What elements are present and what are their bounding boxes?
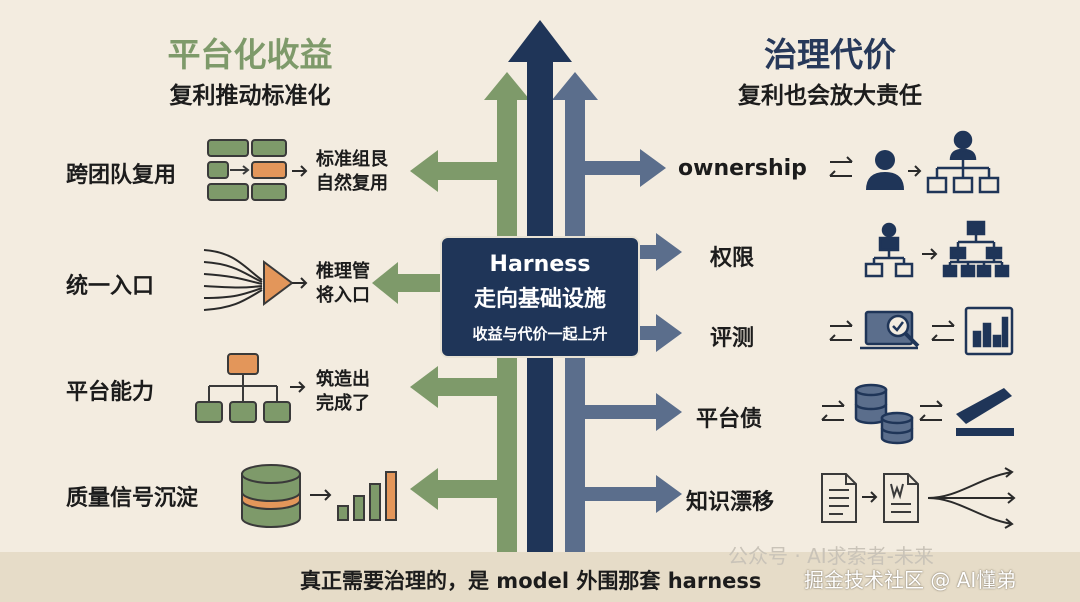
outcome-line: 完成了 bbox=[316, 393, 370, 414]
outcome-line: 将入口 bbox=[316, 285, 370, 306]
cost-label-platform-debt: 平台债 bbox=[696, 407, 763, 432]
center-box-caption: 收益与代价一起上升 bbox=[472, 325, 608, 343]
slanted-layers-icon bbox=[956, 388, 1014, 436]
left-column-subtitle: 复利推动标准化 bbox=[169, 83, 331, 109]
arrow-right-icon bbox=[908, 165, 922, 177]
left-column-title: 平台化收益 bbox=[167, 35, 333, 74]
footer-caption: 真正需要治理的，是 model 外围那套 harness bbox=[300, 569, 762, 593]
right-column-title: 治理代价 bbox=[764, 35, 896, 74]
branch-arrow-left-1 bbox=[410, 150, 497, 192]
report-chart-icon bbox=[964, 306, 1014, 356]
outcome-line: 自然复用 bbox=[316, 173, 388, 194]
bar-chart-icon bbox=[337, 471, 397, 521]
branch-arrow-left-3 bbox=[410, 366, 497, 408]
branch-arrow-right-5 bbox=[585, 475, 682, 513]
cost-label-permissions: 权限 bbox=[710, 246, 755, 271]
arrow-right-icon bbox=[310, 489, 332, 501]
word-document-icon bbox=[883, 473, 919, 523]
cost-label-evaluation: 评测 bbox=[710, 326, 755, 351]
arrow-right-icon bbox=[290, 381, 306, 393]
right-branch-arrows bbox=[585, 149, 682, 513]
triangle-entry-icon bbox=[263, 260, 294, 306]
funnel-lines-icon bbox=[203, 249, 263, 311]
cost-label-ownership: ownership bbox=[678, 156, 807, 181]
reuse-blocks-icon bbox=[207, 139, 287, 201]
outcome-line: 标准组艮 bbox=[316, 149, 388, 170]
branch-arrow-left-4 bbox=[410, 468, 497, 510]
swap-arrows-icon bbox=[829, 156, 853, 177]
benefit-outcome-1: 标准组艮 自然复用 bbox=[316, 148, 388, 196]
harness-center-box: Harness 走向基础设施 收益与代价一起上升 bbox=[440, 236, 640, 358]
diverging-arrows-icon bbox=[927, 467, 1016, 529]
arrow-right-icon bbox=[292, 165, 308, 177]
document-icon bbox=[821, 473, 857, 523]
center-box-title: Harness bbox=[489, 252, 591, 277]
benefit-label-cross-team-reuse: 跨团队复用 bbox=[66, 163, 177, 188]
branch-arrow-right-3 bbox=[640, 314, 682, 352]
benefit-outcome-2: 椎理管 将入口 bbox=[316, 260, 370, 308]
watermark-wechat: 公众号 · AI求索者-未来 bbox=[728, 544, 934, 568]
benefit-label-quality-signals: 质量信号沉淀 bbox=[66, 486, 199, 511]
outcome-line: 筑造出 bbox=[316, 369, 370, 390]
center-box-heading: 走向基础设施 bbox=[473, 287, 606, 312]
benefit-label-platform-capability: 平台能力 bbox=[66, 380, 155, 405]
cost-label-knowledge-drift: 知识漂移 bbox=[686, 490, 775, 515]
right-column-subtitle: 复利也会放大责任 bbox=[738, 83, 922, 109]
org-chart-icon bbox=[926, 130, 1000, 194]
branch-arrow-left-2 bbox=[372, 262, 497, 304]
arrow-right-icon bbox=[862, 491, 878, 503]
large-tree-icon bbox=[942, 220, 1010, 278]
swap-arrows-icon bbox=[821, 400, 845, 421]
swap-arrows-icon bbox=[919, 400, 943, 421]
arrow-right-icon bbox=[292, 277, 308, 289]
swap-arrows-icon bbox=[829, 320, 853, 341]
left-branch-arrows bbox=[372, 150, 497, 510]
platform-tree-icon bbox=[195, 353, 291, 423]
stacked-databases-icon bbox=[854, 383, 914, 445]
footer-band bbox=[0, 552, 1080, 602]
outcome-line: 椎理管 bbox=[316, 261, 370, 282]
laptop-inspect-icon bbox=[860, 310, 920, 350]
swap-arrows-icon bbox=[931, 320, 955, 341]
arrow-right-icon bbox=[922, 248, 938, 260]
small-tree-icon bbox=[864, 222, 914, 278]
benefit-label-unified-entry: 统一入口 bbox=[66, 274, 155, 299]
person-icon bbox=[866, 150, 904, 190]
database-icon bbox=[241, 464, 301, 528]
branch-arrow-right-1 bbox=[585, 149, 666, 187]
watermark-juejin: 掘金技术社区 @ AI懂弟 bbox=[804, 568, 1017, 592]
benefit-outcome-3: 筑造出 完成了 bbox=[316, 368, 370, 416]
branch-arrow-right-2 bbox=[640, 233, 682, 271]
branch-arrow-right-4 bbox=[585, 393, 682, 431]
